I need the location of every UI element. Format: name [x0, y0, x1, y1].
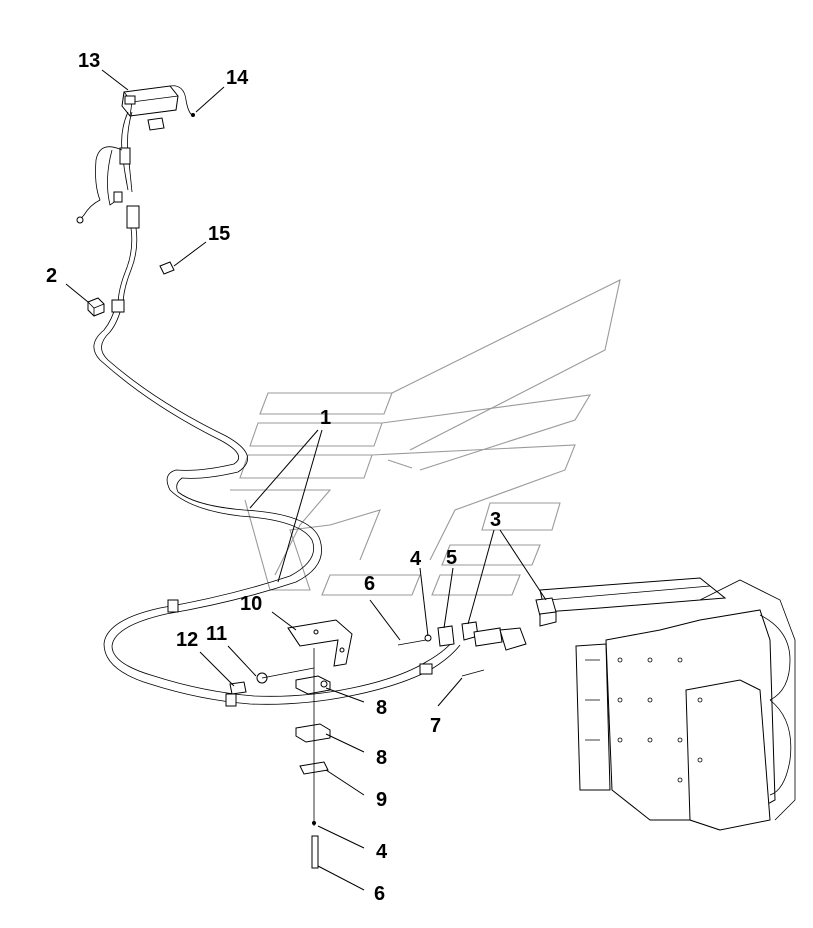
callout-10: 10: [240, 593, 262, 615]
callout-3: 3: [490, 509, 501, 531]
callout-15: 15: [208, 223, 230, 245]
callout-9: 9: [376, 789, 387, 811]
sensor-bracket-assembly: [397, 597, 557, 677]
callout-8-lower: 8: [376, 747, 387, 769]
control-box: [121, 85, 195, 131]
callout-7: 7: [430, 715, 441, 737]
callout-12: 12: [176, 629, 198, 651]
callout-6-upper: 6: [364, 573, 375, 595]
callout-1: 1: [320, 407, 331, 429]
connector-15: [159, 261, 175, 275]
watermark-logo: [230, 279, 621, 596]
callout-5: 5: [446, 547, 457, 569]
callout-14: 14: [226, 67, 249, 89]
wiring-harness: [76, 111, 140, 306]
main-cable: [93, 299, 461, 707]
callout-11: 11: [206, 623, 227, 645]
terminal-block-2: [87, 297, 105, 317]
leader-lines: [65, 69, 547, 891]
callout-13: 13: [78, 50, 100, 72]
machine-body: [539, 577, 796, 831]
callout-4-upper: 4: [410, 548, 422, 570]
callout-4-lower: 4: [376, 841, 388, 863]
bracket-assembly: [229, 619, 353, 869]
callout-6-lower: 6: [374, 883, 385, 905]
callout-8-upper: 8: [376, 697, 387, 719]
callout-2: 2: [46, 265, 57, 287]
